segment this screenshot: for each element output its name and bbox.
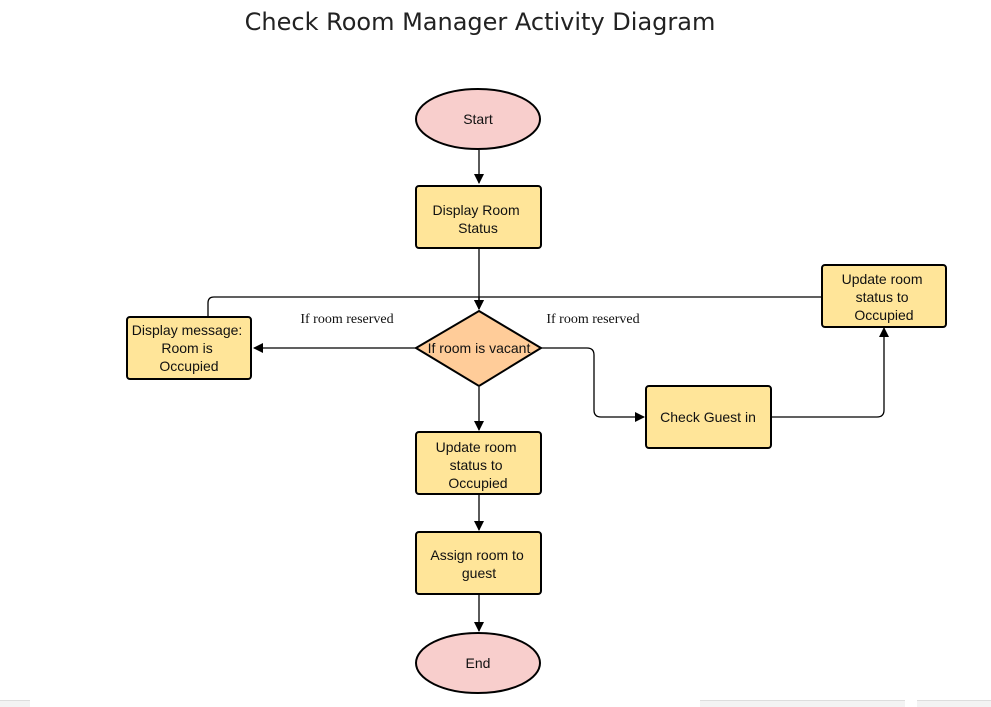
- edge-label-left: If room reserved: [300, 312, 393, 327]
- svg-text:Update room status to: Update room status to Occupied: [842, 271, 927, 323]
- end-node[interactable]: End: [415, 632, 541, 694]
- decision-node[interactable]: If room is vacant: [414, 309, 543, 388]
- edges: [207, 150, 889, 632]
- display-status-line-1: Display Room: [432, 202, 519, 218]
- display-message-line-2: Room is: [161, 340, 212, 356]
- page-title: Check Room Manager Activity Diagram: [244, 8, 716, 36]
- update-center-line-2: status to: [450, 457, 503, 473]
- assign-room-node[interactable]: Assign room to guest: [415, 531, 542, 595]
- update-right-line-3: Occupied: [854, 307, 913, 323]
- update-right-line-2: status to: [856, 289, 909, 305]
- update-room-status-right-node[interactable]: Update room status to Occupied: [821, 264, 947, 328]
- bottom-toolbar-right: [917, 700, 991, 707]
- edge-check-guest-to-update-right: [771, 327, 889, 418]
- check-guest-label: Check Guest in: [660, 409, 756, 425]
- update-center-line-1: Update room: [436, 439, 517, 455]
- assign-room-line-1: Assign room to: [430, 547, 524, 563]
- display-message-line-3: Occupied: [159, 358, 218, 374]
- update-right-line-1: Update room: [842, 271, 923, 287]
- svg-text:Display message: Room is: Display message: Room is Occupied: [132, 322, 246, 374]
- assign-room-line-2: guest: [462, 565, 496, 581]
- edge-decision-to-check-guest: [541, 347, 645, 422]
- check-guest-in-node[interactable]: Check Guest in: [645, 385, 772, 449]
- display-message-line-1: Display message:: [132, 322, 243, 338]
- end-label: End: [466, 655, 491, 671]
- edge-display-message-loop: [207, 296, 479, 317]
- start-node[interactable]: Start: [415, 88, 541, 150]
- bottom-toolbar-middle: [700, 700, 905, 707]
- svg-text:Update room status to: Update room status to Occupied: [436, 439, 521, 491]
- svg-text:Assign room to guest: Assign room to guest: [430, 547, 527, 581]
- display-room-status-node[interactable]: Display Room Status: [415, 185, 542, 249]
- update-room-status-center-node[interactable]: Update room status to Occupied: [415, 431, 542, 495]
- bottom-toolbar-left: [0, 700, 30, 707]
- decision-label: If room is vacant: [428, 340, 531, 356]
- start-label: Start: [463, 111, 493, 127]
- display-status-line-2: Status: [458, 220, 498, 236]
- display-message-node[interactable]: Display message: Room is Occupied: [126, 316, 252, 380]
- update-center-line-3: Occupied: [448, 475, 507, 491]
- edge-label-right: If room reserved: [546, 312, 639, 327]
- svg-text:Display Room Status: Display Room Status: [432, 202, 523, 236]
